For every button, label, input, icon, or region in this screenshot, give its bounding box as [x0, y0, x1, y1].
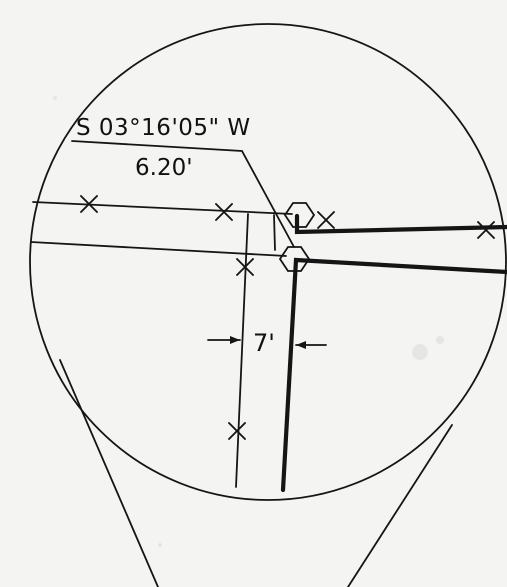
- arrowhead-left-icon: [296, 341, 306, 349]
- left-easement-line: [235, 213, 249, 488]
- detail-leader-left: [59, 359, 159, 587]
- bearing-label: S 03°16'05" W: [76, 115, 251, 141]
- x-mark-icon: [80, 195, 98, 213]
- hexagon-monument-icon: [283, 202, 316, 228]
- heavy-corner-boundary: [280, 257, 507, 493]
- x-mark-icon: [236, 258, 254, 276]
- x-mark-icon: [317, 211, 335, 229]
- hexagon-monument-icon: [278, 246, 311, 272]
- monument-offset-tie: [273, 214, 276, 251]
- lower-property-line: [30, 241, 287, 257]
- width-dimension: 7': [207, 329, 327, 357]
- width-dimension-label: 7': [253, 329, 275, 357]
- x-mark-icon: [215, 203, 233, 221]
- detail-circle: [29, 23, 507, 501]
- x-mark-icon: [228, 422, 246, 440]
- bearing-leader-line: [71, 140, 295, 248]
- heavy-upper-boundary: [294, 213, 507, 235]
- detail-leader-right: [347, 424, 453, 587]
- x-mark-icon: [477, 221, 495, 239]
- distance-label: 6.20': [135, 155, 193, 181]
- paper-texture: [53, 96, 444, 547]
- upper-property-line: [32, 201, 293, 215]
- arrowhead-right-icon: [230, 336, 240, 344]
